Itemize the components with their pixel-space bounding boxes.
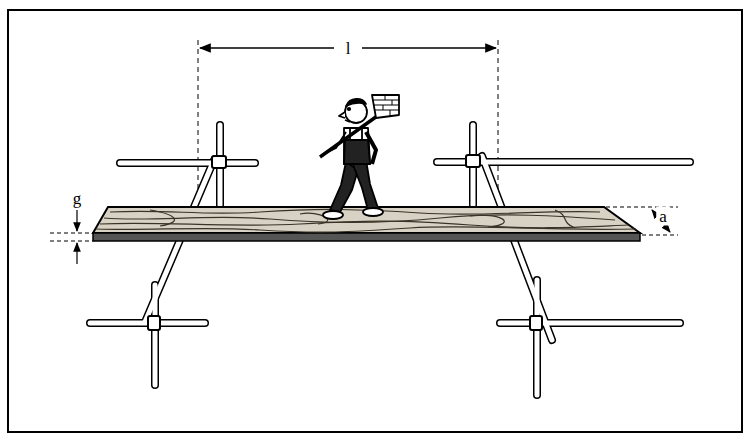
worker-figure bbox=[373, 95, 399, 116]
worker-figure bbox=[392, 100, 393, 105]
worker-figure bbox=[352, 160, 378, 210]
scaffold-plank bbox=[93, 207, 640, 233]
scaffold-tube bbox=[90, 125, 690, 395]
scaffold-plank bbox=[100, 221, 628, 228]
dimension-line bbox=[50, 240, 93, 241]
worker-figure bbox=[374, 105, 399, 106]
worker-figure bbox=[363, 208, 383, 216]
scaffold-tube bbox=[212, 156, 226, 168]
worker-figure bbox=[375, 110, 399, 111]
frame bbox=[8, 10, 742, 432]
dimension-line bbox=[606, 207, 678, 235]
dimension-label: l bbox=[343, 39, 354, 58]
scaffold-plank bbox=[96, 227, 636, 232]
worker-figure bbox=[323, 211, 343, 219]
scaffold-plank bbox=[110, 209, 600, 214]
scaffold-tube bbox=[153, 285, 158, 385]
scaffold-tube bbox=[90, 125, 690, 395]
scaffold-plank bbox=[150, 210, 174, 226]
dimension-line bbox=[200, 47, 334, 49]
scaffold-tube bbox=[530, 316, 542, 330]
dimension-line bbox=[198, 40, 498, 212]
scaffold-tube bbox=[120, 159, 255, 167]
scaffold-plank bbox=[93, 233, 640, 241]
scaffold-plank bbox=[470, 215, 504, 227]
worker-figure bbox=[390, 110, 391, 116]
worker-figure bbox=[361, 128, 363, 140]
worker-figure bbox=[345, 120, 350, 122]
dimension-line bbox=[198, 40, 199, 212]
scaffold-plank bbox=[93, 207, 640, 241]
scaffold-tube bbox=[90, 125, 690, 395]
dimension-line bbox=[50, 232, 93, 233]
dimension-label: a bbox=[656, 207, 670, 226]
worker-figure bbox=[346, 99, 366, 106]
worker-figure bbox=[330, 162, 358, 212]
dimension-line bbox=[76, 210, 77, 231]
scaffold-tube bbox=[466, 155, 480, 167]
scaffold-plank bbox=[555, 210, 575, 228]
scaffold-tube bbox=[500, 319, 680, 327]
scaffold-tube bbox=[500, 321, 680, 326]
worker-figure bbox=[372, 95, 399, 118]
dimension-line bbox=[642, 234, 678, 235]
worker-figure bbox=[366, 132, 376, 164]
dimension-line bbox=[50, 210, 93, 264]
scaffold-tube bbox=[535, 280, 540, 395]
scaffold-tube bbox=[148, 155, 542, 330]
worker-figure bbox=[348, 108, 350, 110]
worker-figure bbox=[385, 95, 386, 100]
worker-figure bbox=[383, 105, 384, 110]
worker-figure bbox=[373, 100, 399, 101]
worker-figure bbox=[339, 112, 345, 118]
dimension-line bbox=[362, 47, 496, 49]
worker-figure bbox=[344, 140, 370, 164]
scaffold-tube bbox=[482, 156, 552, 340]
scaffold-tube bbox=[482, 156, 552, 340]
dimension-label: g bbox=[70, 189, 85, 208]
dimension-line bbox=[76, 243, 77, 264]
scaffold-tube bbox=[120, 161, 255, 166]
worker-figure bbox=[320, 95, 399, 219]
scaffold-tube bbox=[148, 316, 160, 330]
